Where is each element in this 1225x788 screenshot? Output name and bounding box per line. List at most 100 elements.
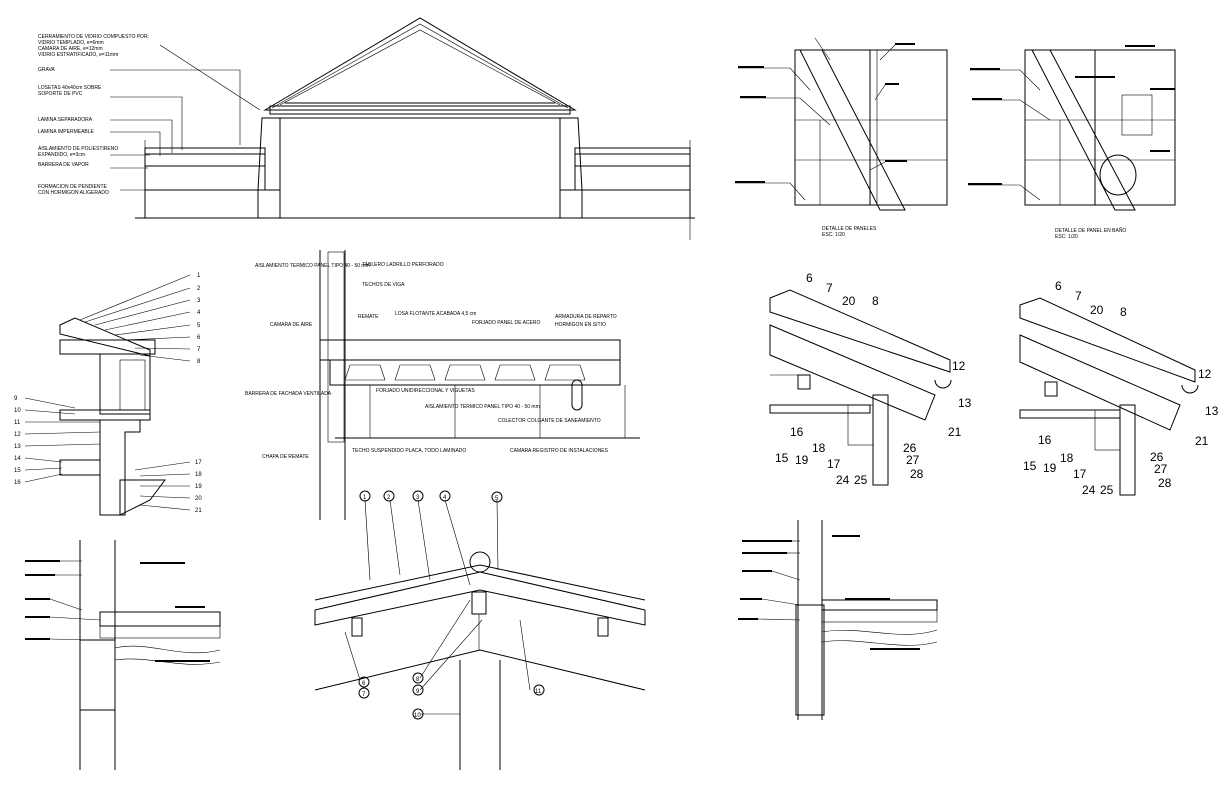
wall-label-techos: TECHOS DE VIGA: [362, 282, 405, 288]
ridge-callout-10: 10: [414, 713, 421, 719]
roof-detail-b-labels: 6 7 20 8 12 13 21 26 27 28 15 16 19 18 1…: [1023, 279, 1219, 497]
roof-b-num-16: 16: [1038, 433, 1052, 447]
eave-num-8: 8: [197, 359, 201, 365]
roof-b-num-18: 18: [1060, 451, 1074, 465]
roof-a-num-12: 12: [952, 359, 966, 373]
eave-num-17: 17: [195, 460, 202, 466]
ridge-callout-8: 8: [416, 677, 420, 683]
eave-num-9: 9: [14, 396, 18, 402]
ridge-callout-11: 11: [535, 689, 542, 695]
roof-a-num-21: 21: [948, 425, 962, 439]
roof-a-num-8: 8: [872, 294, 879, 308]
eave-num-4: 4: [197, 310, 201, 316]
roof-a-num-17: 17: [827, 457, 841, 471]
ridge-callout-4: 4: [443, 495, 447, 501]
eave-num-19: 19: [195, 484, 202, 490]
roof-b-num-13: 13: [1205, 404, 1219, 418]
panel-detail-left-scale: ESC: 1/20: [822, 232, 845, 238]
eave-num-11: 11: [14, 420, 21, 426]
label-losetas: LOSETAS 40x40cm SOBRE: [38, 85, 102, 91]
roof-b-num-27: 27: [1154, 462, 1168, 476]
roof-a-num-26: 26: [903, 441, 917, 455]
label-camara-aire: CAMARA DE AIRE, e=12mm: [38, 46, 103, 52]
roof-b-num-12: 12: [1198, 367, 1212, 381]
eave-num-5: 5: [197, 323, 201, 329]
eave-num-16: 16: [14, 480, 21, 486]
label-vidrio-templado: VIDRIO TEMPLADO, e=6mm: [38, 40, 104, 46]
eave-num-2: 2: [197, 286, 201, 292]
eave-num-15: 15: [14, 468, 21, 474]
eave-num-18: 18: [195, 472, 202, 478]
panel-detail-left: DETALLE DE PANELES ESC: 1/20: [735, 37, 948, 238]
panel-detail-right: DETALLE DE PANEL EN BAÑO ESC: 1/20: [968, 45, 1176, 240]
roof-b-num-28: 28: [1158, 476, 1172, 490]
roof-b-num-26: 26: [1150, 450, 1164, 464]
wall-label-tablero: TABLERO LADRILLO PERFORADO: [362, 262, 444, 268]
wall-label-techo-susp: TECHO SUSPENDIDO PLACA, TODO LAMINADO: [352, 448, 466, 454]
roof-a-num-25: 25: [854, 473, 868, 487]
section-top-labels: CERRAMIENTO DE VIDRIO COMPUESTO POR: VID…: [38, 34, 149, 196]
roof-b-num-21: 21: [1195, 434, 1209, 448]
eave-num-3: 3: [197, 298, 201, 304]
wall-floor-section: AISLAMIENTO TERMICO PANEL TIPO 40 - 50 m…: [245, 250, 640, 520]
roof-a-num-6: 6: [806, 271, 813, 285]
eave-num-21: 21: [195, 508, 202, 514]
roof-a-num-15: 15: [775, 451, 789, 465]
panel-detail-right-scale: ESC: 1/20: [1055, 234, 1078, 240]
roof-detail-b: [1019, 297, 1199, 496]
eave-num-20: 20: [195, 496, 202, 502]
ridge-callout-2: 2: [387, 495, 391, 501]
ridge-callout-7: 7: [362, 692, 366, 698]
eave-num-13: 13: [14, 444, 21, 450]
eave-detail: 1 2 3 4 5 6 7 8 9 10 11 12 13 14 15 16 1…: [14, 273, 202, 516]
floor-voids: [344, 364, 586, 381]
eave-num-12: 12: [14, 432, 21, 438]
roof-a-num-18: 18: [812, 441, 826, 455]
wall-label-hormigon: HORMIGON EN SITIO: [555, 322, 606, 328]
wall-label-barrera: BARRERA DE FACHADA VENTILADA: [245, 391, 332, 397]
roof-b-num-6: 6: [1055, 279, 1062, 293]
wall-label-colector: COLECTOR COLGANTE DE SANEAMIENTO: [498, 418, 601, 424]
wall-label-aislamiento: AISLAMIENTO TERMICO PANEL TIPO 40 - 50 m…: [255, 263, 370, 269]
label-soporte-pvc: SOPORTE DE PVC: [38, 91, 83, 97]
roof-a-num-28: 28: [910, 467, 924, 481]
label-cerramiento: CERRAMIENTO DE VIDRIO COMPUESTO POR:: [38, 34, 149, 40]
roof-a-num-7: 7: [826, 281, 833, 295]
roof-b-num-7: 7: [1075, 289, 1082, 303]
ridge-callout-9: 9: [416, 689, 420, 695]
wall-label-forjado-uni: FORJADO UNIDIRECCIONAL Y VIGUETAS: [376, 388, 475, 394]
ridge-callout-6: 6: [362, 681, 366, 687]
wall-label-aislamiento-2: AISLAMIENTO TERMICO PANEL TIPO 40 - 50 m…: [425, 404, 540, 410]
wall-label-losa: LOSA FLOTANTE ACABADA 4,5 cm: [395, 311, 476, 317]
roof-b-num-17: 17: [1073, 467, 1087, 481]
eave-num-10: 10: [14, 408, 21, 414]
wall-label-remate: REMATE: [358, 314, 379, 320]
label-expandido: EXPANDIDO, e=3cm: [38, 152, 85, 158]
floor-wall-joint-right: [738, 520, 938, 720]
wall-label-forjado-panel: FORJADO PANEL DE ACERO: [472, 320, 540, 326]
roof-a-num-24: 24: [836, 473, 850, 487]
wall-label-camara-reg: CAMARA REGISTRO DE INSTALACIONES: [510, 448, 609, 454]
wall-label-armadura: ARMADURA DE REPARTO: [555, 314, 617, 320]
roof-a-num-16: 16: [790, 425, 804, 439]
wall-label-camara-aire: CAMARA DE AIRE: [270, 322, 313, 328]
roof-a-num-20: 20: [842, 294, 856, 308]
label-lamina-impermeable: LAMINA IMPERMEABLE: [38, 129, 95, 135]
label-aislamiento: AISLAMIENTO DE POLIESTIRENO: [38, 146, 118, 152]
eave-num-14: 14: [14, 456, 21, 462]
roof-a-num-19: 19: [795, 453, 809, 467]
ridge-callout-5: 5: [495, 496, 499, 502]
label-grava: GRAVA: [38, 67, 55, 73]
roof-b-num-19: 19: [1043, 461, 1057, 475]
panel-detail-right-caption: DETALLE DE PANEL EN BAÑO: [1055, 227, 1126, 234]
roof-detail-a: [769, 289, 952, 486]
roof-detail-a-labels: 6 7 20 8 12 13 21 26 27 28 15 16 19 18 1…: [775, 271, 972, 487]
roof-a-num-27: 27: [906, 453, 920, 467]
floor-wall-joint-left: [25, 540, 221, 770]
label-barrera-vapor: BARRERA DE VAPOR: [38, 162, 89, 168]
eave-num-1: 1: [197, 273, 201, 279]
label-vidrio-estratificado: VIDRIO ESTRATIFICADO, e=11mm: [38, 52, 118, 58]
roof-section-top: CERRAMIENTO DE VIDRIO COMPUESTO POR: VID…: [38, 17, 695, 240]
label-formacion-pendiente: FORMACION DE PENDIENTE: [38, 184, 108, 190]
